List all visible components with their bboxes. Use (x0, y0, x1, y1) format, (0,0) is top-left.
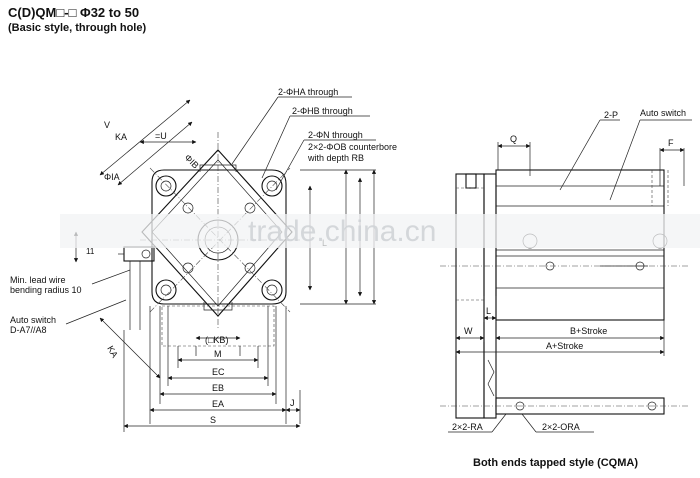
dim-q-label: Q (510, 134, 517, 144)
dim-u: =U (139, 131, 197, 145)
page-subtitle: (Basic style, through hole) (8, 22, 147, 34)
right-view: Q 2-P Auto switch F L W (440, 108, 692, 433)
callout-p: 2-P (559, 110, 620, 191)
callout-ora-label: 2×2-ORA (542, 422, 580, 432)
watermark: trade.china.cn (60, 214, 700, 248)
dim-q: Q (497, 134, 531, 176)
dim-m-label: M (214, 349, 222, 359)
piston-rod (440, 397, 690, 415)
callout-auto-switch-label: Auto switch (640, 108, 686, 118)
callout-sw2-label: D-A7//A8 (10, 325, 47, 335)
callout-lead2-label: bending radius 10 (10, 285, 82, 295)
left-view: V KA =U ΦIB ΦIA 2-ΦHA through 2-ΦHB thro… (10, 87, 397, 432)
callout-rb-label: with depth RB (307, 153, 364, 163)
dim-ia-label: ΦIA (104, 172, 120, 182)
dim-v-label: V (104, 120, 110, 130)
figure-caption: Both ends tapped style (CQMA) (473, 457, 639, 469)
cylinder-body-side (440, 169, 690, 321)
callout-ra: 2×2-RA (448, 413, 507, 433)
auto-switch-left (118, 246, 155, 330)
callout-auto-switch: Auto switch (609, 108, 692, 201)
dim-ib-label: ΦIB (183, 152, 201, 170)
page-title: C(D)QM□-□ Φ32 to 50 (8, 5, 140, 20)
dim-w: W (455, 326, 485, 342)
dim-j-label: J (290, 398, 295, 408)
dim-ec: EC (167, 367, 269, 381)
dim-w-label: W (464, 326, 473, 336)
callout-ha: 2-ΦHA through (231, 87, 352, 165)
dim-s-label: S (210, 415, 216, 425)
dim-ka-bottom-label: KA (105, 344, 120, 359)
dim-j: J (285, 398, 301, 413)
dim-kb-label: (□KB) (205, 335, 228, 345)
callout-hb-label: 2-ΦHB through (292, 106, 353, 116)
dim-b-stroke-label: B+Stroke (570, 326, 607, 336)
dim-u-label: =U (155, 131, 167, 141)
dim-eb: EB (159, 383, 277, 397)
dim-s: S (123, 330, 301, 432)
callout-p-label: 2-P (604, 110, 618, 120)
dim-v: V (99, 99, 191, 176)
callout-hb: 2-ΦHB through (261, 106, 370, 179)
dim-eb-label: EB (212, 383, 224, 393)
dim-m: M (177, 349, 259, 363)
dim-l-right-label: L (486, 306, 491, 316)
callout-ha-label: 2-ΦHA through (278, 87, 338, 97)
dim-l-right: L (483, 296, 497, 322)
end-plate (455, 173, 497, 419)
dim-ec-label: EC (212, 367, 225, 377)
dim-a-stroke-label: A+Stroke (546, 341, 583, 351)
dim-f: F (659, 138, 685, 186)
callout-n-label: 2-ΦN through (308, 130, 363, 140)
callout-n-ob: 2-ΦN through 2×2-ΦOB counterbore with de… (275, 130, 397, 191)
dim-f-label: F (668, 138, 674, 148)
dim-ea-label: EA (212, 399, 224, 409)
dim-side-11-label: 11 (86, 247, 95, 256)
dim-ea: EA (149, 399, 287, 413)
callout-ora: 2×2-ORA (521, 413, 594, 433)
callout-sw1-label: Auto switch (10, 315, 56, 325)
watermark-text: trade.china.cn (248, 215, 436, 248)
callout-ob-label: 2×2-ΦOB counterbore (308, 142, 397, 152)
dim-ka-top-label: KA (115, 132, 127, 142)
dim-a-stroke: A+Stroke (455, 341, 665, 356)
callout-ra-label: 2×2-RA (452, 422, 483, 432)
dim-ka-top: KA (115, 121, 193, 186)
callout-lead1-label: Min. lead wire (10, 275, 66, 285)
dim-kb: (□KB) (195, 335, 241, 345)
